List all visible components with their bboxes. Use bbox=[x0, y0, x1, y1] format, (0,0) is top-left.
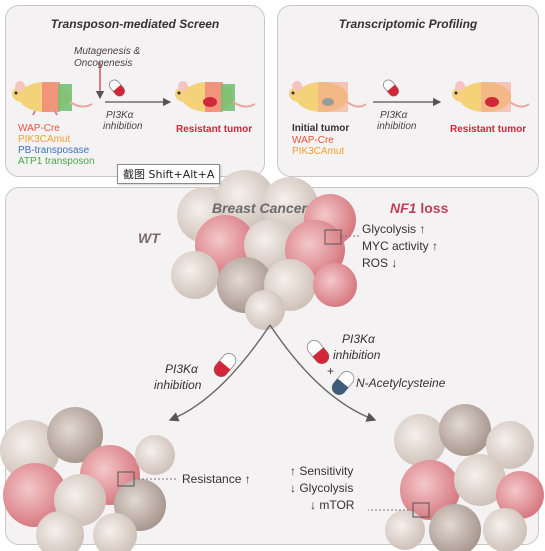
tumor-cluster-central bbox=[171, 170, 360, 330]
mouse-icon-colored bbox=[12, 81, 93, 116]
breast-cancer-title: Breast Cancer bbox=[212, 200, 307, 216]
tumor-cluster-sensitive bbox=[368, 404, 544, 551]
drug-label: PI3Kα bbox=[106, 110, 134, 121]
legend-pik3camut-right: PIK3CAmut bbox=[292, 146, 345, 157]
nac-label: N-Acetylcysteine bbox=[356, 376, 446, 390]
plus-sign: + bbox=[327, 364, 335, 378]
mtor-outcome: ↓ mTOR bbox=[310, 498, 355, 512]
nf1-gene: NF1 bbox=[390, 200, 417, 216]
glycolysis-outcome: ↓ Glycolysis bbox=[290, 481, 354, 495]
right-drug-label: PI3Kα bbox=[342, 332, 375, 346]
drug-action-label: inhibition bbox=[103, 121, 143, 132]
profiling-title: Transcriptomic Profiling bbox=[338, 17, 478, 31]
pill-icon-left-branch bbox=[213, 353, 237, 377]
legend-wap-cre: WAP-Cre bbox=[18, 123, 60, 134]
screenshot-tooltip: 截图 Shift+Alt+A bbox=[117, 164, 221, 184]
wt-label: WT bbox=[138, 230, 160, 246]
nac-pill-icon bbox=[331, 371, 355, 395]
mutagenesis-label: Mutagenesis & bbox=[74, 46, 141, 57]
mouse-icon-resistant bbox=[175, 81, 256, 112]
screen-title: Transposon-mediated Screen bbox=[50, 17, 220, 31]
nf1-effect-ros: ROS ↓ bbox=[362, 256, 398, 270]
branch-arrow-right bbox=[269, 324, 377, 422]
legend-atp1-transposon: ATP1 transposon bbox=[18, 156, 95, 167]
drug-action-label-right: inhibition bbox=[377, 121, 417, 132]
mouse-icon-initial-tumor bbox=[289, 81, 367, 112]
legend-pb-transposase: PB-transposase bbox=[18, 145, 90, 156]
tumor-cluster-resistant bbox=[0, 407, 178, 551]
pill-icon bbox=[109, 79, 125, 97]
legend-wap-cre-right: WAP-Cre bbox=[292, 135, 334, 146]
oncogenesis-label: Oncogenesis bbox=[74, 58, 133, 69]
right-drug-action: inhibition bbox=[333, 348, 381, 362]
resistant-tumor-label-right: Resistant tumor bbox=[450, 124, 527, 135]
pill-icon-right bbox=[383, 79, 399, 97]
pill-icon-right-branch bbox=[306, 340, 330, 364]
resistance-outcome: Resistance ↑ bbox=[182, 472, 251, 486]
left-drug-label: PI3Kα bbox=[165, 362, 198, 376]
nf1-effect-myc: MYC activity ↑ bbox=[362, 239, 439, 253]
resistant-tumor-label: Resistant tumor bbox=[176, 124, 253, 135]
nf1-loss-label: NF1 loss bbox=[390, 200, 448, 216]
branch-arrow-left bbox=[168, 324, 271, 422]
left-drug-action: inhibition bbox=[154, 378, 202, 392]
loss-word: loss bbox=[416, 200, 449, 216]
initial-tumor-label: Initial tumor bbox=[292, 123, 350, 134]
nf1-effect-glycolysis: Glycolysis ↑ bbox=[362, 222, 426, 236]
sensitivity-outcome: ↑ Sensitivity bbox=[290, 464, 354, 478]
legend-pik3camut: PIK3CAmut bbox=[18, 134, 71, 145]
mouse-icon-resistant-right bbox=[452, 81, 530, 112]
drug-label-right: PI3Kα bbox=[380, 110, 408, 121]
